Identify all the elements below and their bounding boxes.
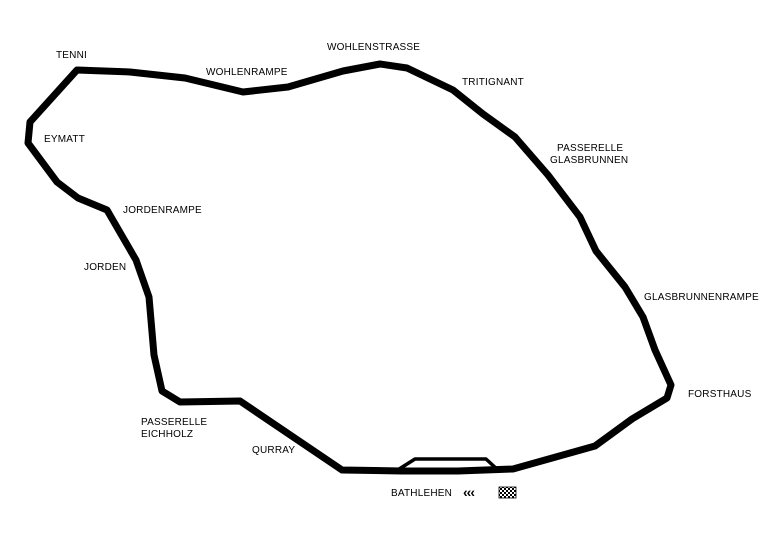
pit-lane [394,457,500,473]
label-passerelle-glasbrunnen-2: GLASBRUNNEN [550,155,628,166]
label-wohlenrampe: WOHLENRAMPE [206,67,288,78]
label-wohlenstrasse: WOHLENSTRASSE [327,42,420,53]
label-passerelle-glasbrunnen-1: PASSERELLE [557,143,623,154]
label-passerelle-eichholz-2: EICHHOLZ [141,429,193,440]
label-glasbrunnenrampe: GLASBRUNNENRAMPE [644,292,759,303]
label-eymatt: EYMATT [44,134,85,145]
label-jordenrampe: JORDENRAMPE [123,205,202,216]
track-outline [24,60,675,475]
label-qurray: QURRAY [252,445,295,456]
direction-marker: ‹‹‹ [463,484,475,500]
checkered-flag-icon [498,486,517,499]
label-tritignant: TRITIGNANT [462,77,524,88]
label-passerelle-eichholz-1: PASSERELLE [141,417,207,428]
label-tenni: TENNI [56,50,87,61]
label-bathlehen: BATHLEHEN [391,488,452,499]
label-forsthaus: FORSTHAUS [688,389,752,400]
label-jorden: JORDEN [84,262,126,273]
